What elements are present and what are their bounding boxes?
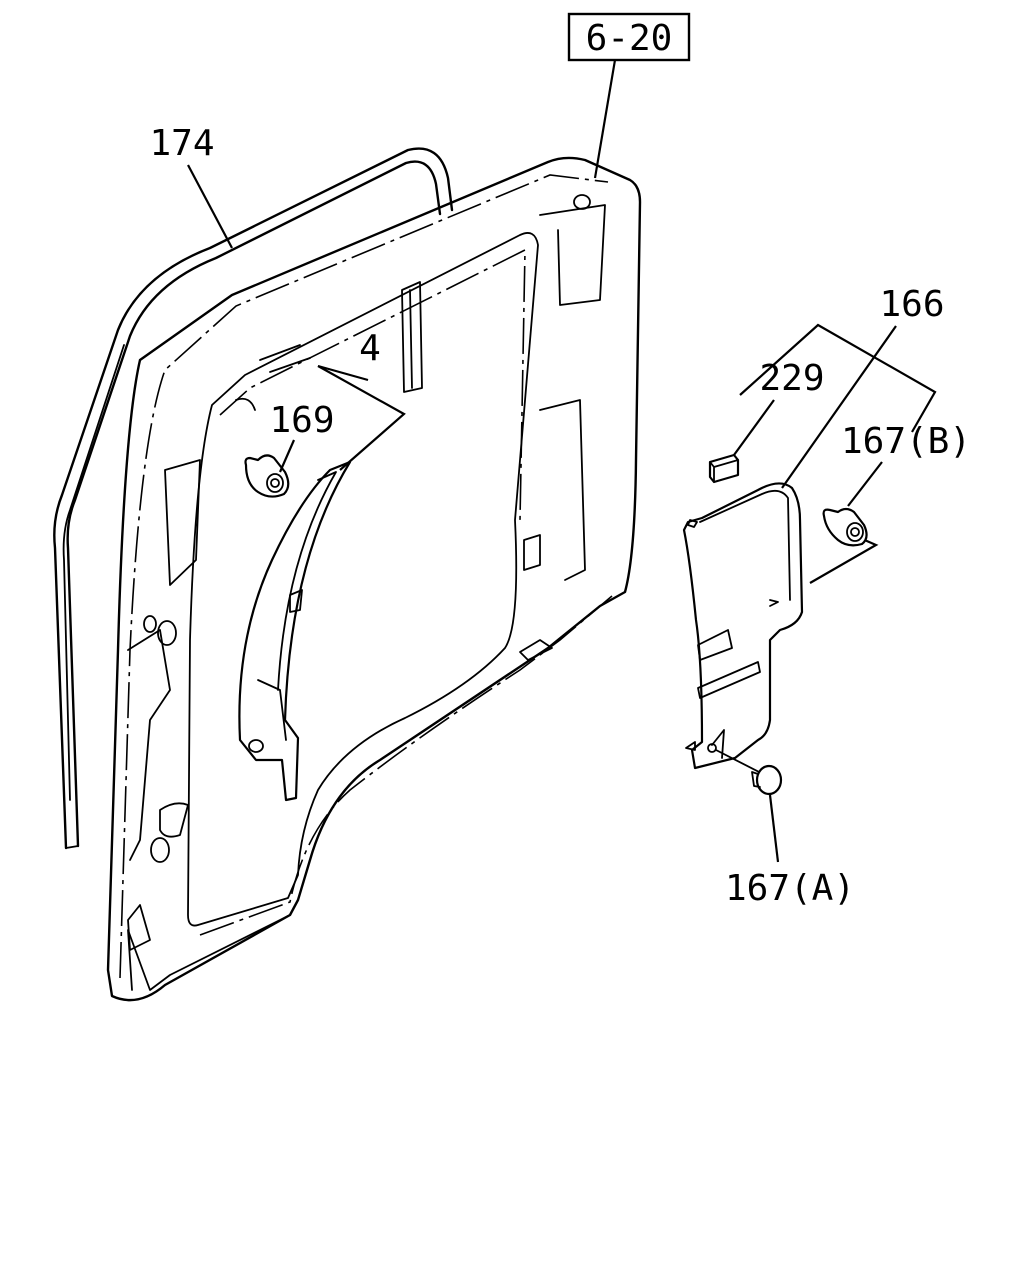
clip-169 [244,454,290,498]
pad-229 [708,453,740,484]
panel-assembly-callout: 166 [739,284,945,584]
pad-229-callout: 229 [733,358,825,456]
clip-b-label: 167(B) [841,421,971,462]
inner-clip-label: 169 [269,400,334,441]
door-frame [106,156,642,1002]
weatherstrip-label: 174 [149,123,214,164]
side-panel [682,482,804,770]
inner-trim-callout: 4 [317,328,406,471]
weatherstrip-callout: 174 [149,123,233,249]
reference-callout: 6-20 [567,12,691,179]
reference-box [567,12,691,62]
inner-trim [238,460,352,802]
panel-assembly-label: 166 [879,284,944,325]
clip-169-callout: 169 [269,400,335,473]
clip-167b-callout: 167(B) [769,421,971,607]
reference-label: 6-20 [586,18,673,59]
clip-a-label: 167(A) [725,868,855,909]
weatherstrip [53,147,454,850]
clip-167a-callout: 167(A) [725,794,855,909]
reference-leader [593,59,617,179]
inner-trim-label: 4 [359,328,381,369]
clip-167a [715,749,783,796]
clip-167b [822,507,868,547]
panel-pad-label: 229 [759,358,824,399]
